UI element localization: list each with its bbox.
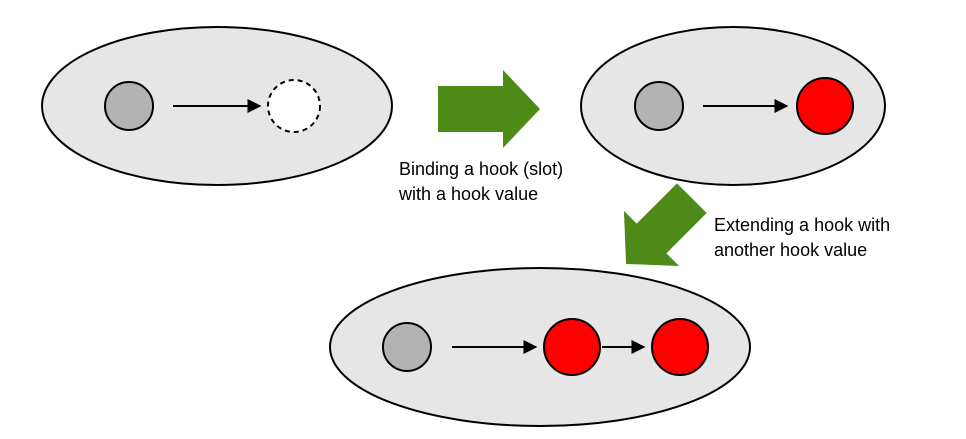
extending-caption-line-2: another hook value [714, 240, 868, 260]
base-node [104, 81, 154, 131]
extending-caption: Extending a hook with another hook value [714, 213, 890, 263]
hook-value-node [543, 318, 601, 376]
container-ellipse-extended [329, 267, 751, 427]
extending-transition-arrow [623, 183, 707, 267]
base-node [382, 322, 432, 372]
state-bound [580, 26, 886, 186]
binding-transition-arrow [438, 70, 540, 148]
hook-value-node [651, 318, 709, 376]
hook-value-node [796, 77, 854, 135]
base-node [634, 81, 684, 131]
binding-caption-line-2: with a hook value [399, 184, 539, 204]
state-unbound [41, 26, 393, 186]
extending-caption-line-1: Extending a hook with [714, 215, 891, 235]
binding-caption: Binding a hook (slot) with a hook value [399, 157, 563, 207]
binding-caption-line-1: Binding a hook (slot) [399, 159, 564, 179]
empty-hook-slot [267, 79, 321, 133]
state-extended [329, 267, 751, 427]
